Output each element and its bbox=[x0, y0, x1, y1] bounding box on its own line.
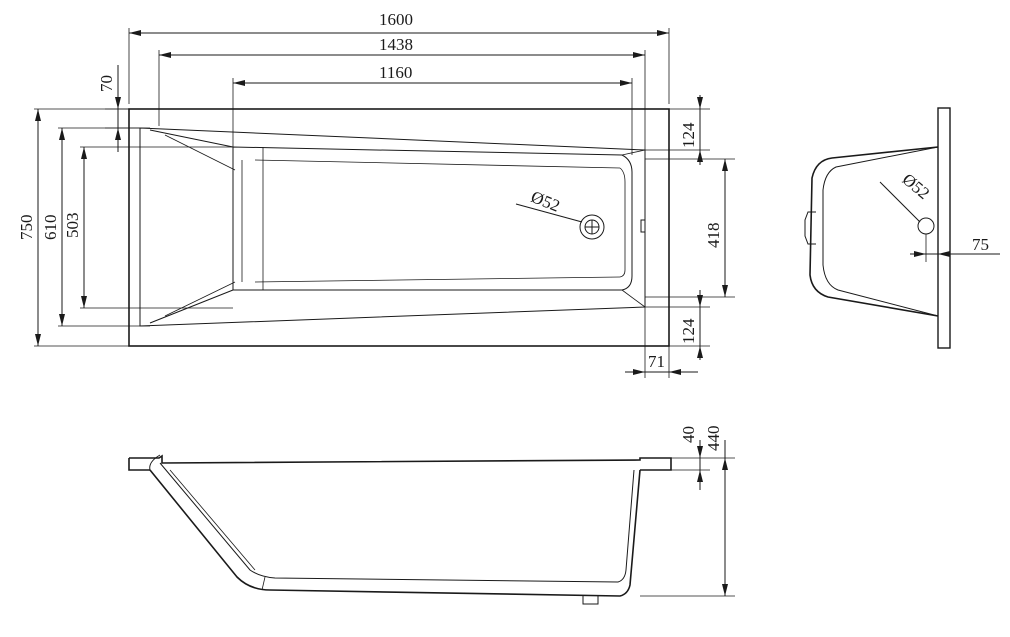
top-view-basin-floor bbox=[232, 146, 633, 291]
top-view-overflow bbox=[640, 219, 646, 233]
dim-418: 418 bbox=[704, 223, 723, 249]
front-view-drain bbox=[582, 596, 599, 605]
top-view: Ø52 bbox=[128, 108, 670, 347]
top-view-slope-top bbox=[149, 129, 234, 148]
dim-1438: 1438 bbox=[379, 35, 413, 54]
dim-70: 70 bbox=[97, 75, 116, 92]
top-view-slope-bottom bbox=[149, 289, 234, 324]
end-view-inner-shell bbox=[822, 146, 939, 317]
top-view-floor-top-line bbox=[254, 159, 621, 169]
front-view-rim bbox=[129, 454, 672, 471]
top-view-inner-rim bbox=[139, 127, 646, 327]
dim-1160: 1160 bbox=[379, 63, 412, 82]
top-dimensions: 1600 1438 1160 bbox=[128, 10, 670, 155]
top-view-outer-rim bbox=[128, 108, 670, 347]
top-view-corner-tr bbox=[621, 149, 646, 156]
end-view: Ø52 75 bbox=[804, 107, 1000, 349]
top-view-drain-label: Ø52 bbox=[528, 187, 562, 216]
dim-503: 503 bbox=[63, 213, 82, 239]
top-view-floor-right bbox=[619, 167, 626, 278]
top-view-slope-inner-top bbox=[164, 134, 236, 171]
end-view-overflow bbox=[804, 211, 816, 245]
dim-1600: 1600 bbox=[379, 10, 413, 29]
dim-124-top: 124 bbox=[679, 122, 698, 148]
dim-440: 440 bbox=[704, 426, 723, 452]
dim-610: 610 bbox=[41, 215, 60, 241]
top-view-floor-bottom-line bbox=[254, 276, 621, 283]
end-view-drain-label: Ø52 bbox=[899, 170, 934, 203]
dim-75: 75 bbox=[972, 235, 989, 254]
top-view-slope-inner-bottom bbox=[164, 281, 236, 317]
end-view-drain-leader bbox=[879, 181, 921, 223]
top-view-corner-br bbox=[621, 289, 646, 308]
end-view-drain-icon bbox=[917, 217, 935, 235]
front-view: 40 440 bbox=[128, 426, 735, 605]
front-view-outer-shell bbox=[149, 469, 641, 597]
dim-124-bottom: 124 bbox=[679, 318, 698, 344]
dim-750: 750 bbox=[17, 215, 36, 241]
top-view-drain-leader bbox=[515, 203, 583, 223]
dim-40: 40 bbox=[679, 426, 698, 443]
top-view-drain-icon bbox=[579, 214, 605, 240]
right-dimensions: 124 418 124 71 bbox=[625, 95, 735, 378]
left-dimensions: 70 750 610 503 bbox=[17, 65, 233, 347]
dim-71: 71 bbox=[648, 352, 665, 371]
end-view-wall-flange bbox=[937, 107, 951, 349]
end-view-shell bbox=[809, 146, 939, 317]
front-view-inner-shell bbox=[159, 462, 635, 583]
